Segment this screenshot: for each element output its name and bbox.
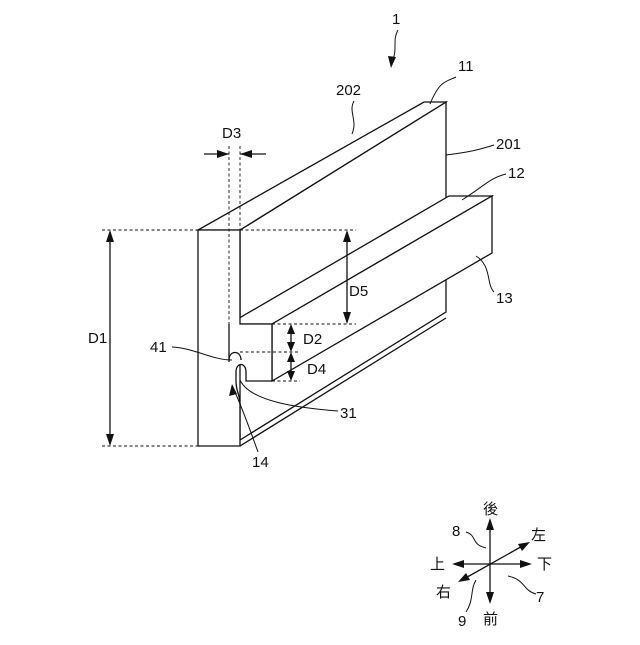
label-axis-7: 7: [536, 589, 544, 606]
dimension-d1: D1: [88, 230, 114, 446]
dimension-d3: D3: [204, 125, 266, 158]
dir-front: 前: [483, 610, 498, 628]
dir-down: 下: [537, 555, 552, 573]
label-201: 201: [496, 136, 521, 153]
label-202: 202: [336, 82, 361, 99]
label-31: 31: [340, 405, 357, 422]
label-d3: D3: [222, 125, 241, 142]
dir-back: 後: [483, 500, 498, 518]
direction-key: 後 前 左 右 上 下 8 7 9: [430, 500, 552, 630]
label-axis-9: 9: [458, 613, 466, 630]
label-14: 14: [252, 454, 269, 471]
label-assembly: 1: [392, 11, 400, 28]
label-12: 12: [508, 165, 525, 182]
label-d1: D1: [88, 330, 107, 347]
dir-left: 左: [531, 526, 546, 544]
label-axis-8: 8: [452, 523, 460, 540]
label-d4: D4: [307, 361, 326, 378]
dir-up: 上: [430, 555, 445, 573]
dir-right: 右: [436, 583, 451, 601]
label-13: 13: [496, 290, 513, 307]
label-41: 41: [150, 339, 167, 356]
label-d2: D2: [303, 331, 322, 348]
label-d5: D5: [349, 283, 368, 300]
label-11: 11: [458, 58, 474, 75]
